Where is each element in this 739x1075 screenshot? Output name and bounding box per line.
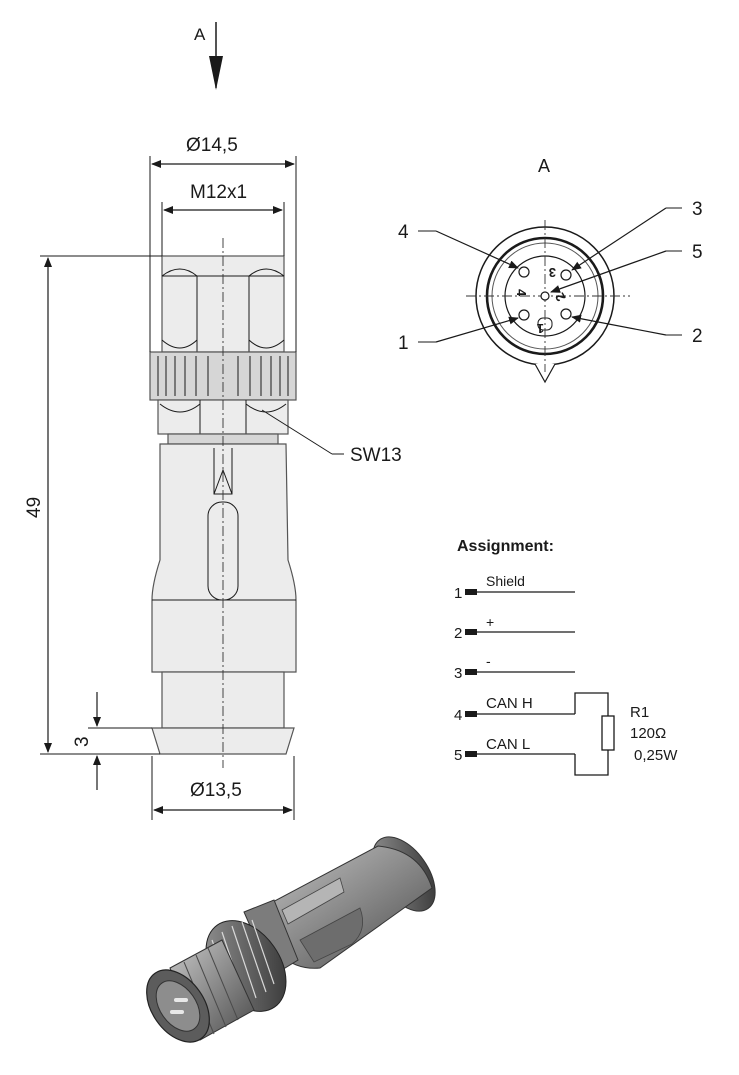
flange-label: 3 <box>72 736 93 747</box>
connector-3d-render <box>146 836 436 1043</box>
connector-side-view <box>149 238 297 768</box>
assignment-row-3: 3 - <box>454 653 575 682</box>
assignment-row-1: 1 Shield <box>454 573 575 602</box>
svg-text:1: 1 <box>537 321 544 336</box>
svg-text:CAN L: CAN L <box>486 736 530 753</box>
dimension-outer-diameter: Ø14,5 <box>149 135 297 352</box>
svg-text:3: 3 <box>454 665 462 682</box>
front-view-title: A <box>538 156 550 176</box>
thread-label: M12x1 <box>190 182 247 203</box>
svg-text:Shield: Shield <box>486 573 525 589</box>
svg-text:+: + <box>486 614 494 630</box>
pin-5-contact <box>540 291 550 301</box>
callout-3: 3 <box>692 199 703 220</box>
pin-1-contact <box>518 309 530 321</box>
svg-text:1: 1 <box>454 585 462 602</box>
resistor-symbol <box>601 715 615 751</box>
svg-text:2: 2 <box>454 625 462 642</box>
dimension-thread: M12x1 <box>161 182 285 256</box>
svg-text:CAN H: CAN H <box>486 695 533 712</box>
bottom-diameter-label: Ø13,5 <box>190 780 242 801</box>
pin-2-contact <box>560 308 572 320</box>
view-arrow-label: A <box>194 25 206 44</box>
dimension-length: 49 <box>24 255 162 755</box>
pin-4-contact <box>518 266 530 278</box>
callout-5: 5 <box>692 242 703 263</box>
svg-text:3: 3 <box>549 265 556 280</box>
length-label: 49 <box>24 497 45 518</box>
svg-text:4: 4 <box>514 289 529 297</box>
resistor-name: R1 <box>630 704 649 721</box>
svg-text:5: 5 <box>454 747 462 764</box>
outer-diameter-label: Ø14,5 <box>186 135 238 156</box>
assignment-row-2: 2 + <box>454 614 575 642</box>
resistor-value: 120Ω <box>630 725 666 742</box>
resistor-network: R1 120Ω 0,25W <box>574 692 678 776</box>
callout-2: 2 <box>692 326 703 347</box>
assignment-title: Assignment: <box>457 538 554 555</box>
assignment-row-4: 4 CAN H <box>454 695 575 724</box>
callout-4: 4 <box>398 222 409 243</box>
dimension-flange: 3 <box>72 692 160 790</box>
assignment-schematic: Assignment: 1 Shield 2 + 3 - 4 CAN H 5 <box>454 538 678 776</box>
wrench-size-label: SW13 <box>350 445 402 466</box>
assignment-row-5: 5 CAN L <box>454 736 575 764</box>
svg-text:-: - <box>486 653 491 669</box>
wrench-size-callout: SW13 <box>261 409 402 466</box>
callout-1: 1 <box>398 333 409 354</box>
knurl-lines <box>157 356 289 396</box>
view-arrow-a: A <box>194 22 223 90</box>
dimension-bottom-diameter: Ø13,5 <box>151 756 295 820</box>
pin-3-contact <box>560 269 572 281</box>
resistor-power: 0,25W <box>634 747 678 764</box>
front-view: A 4 3 2 1 4 1 3 5 2 <box>398 156 703 384</box>
svg-text:4: 4 <box>454 707 462 724</box>
